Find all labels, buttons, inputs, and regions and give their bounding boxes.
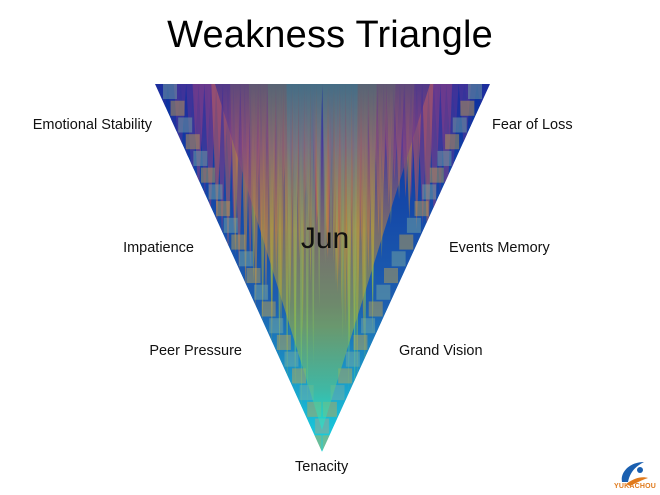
label-impatience: Impatience — [123, 240, 194, 256]
edge-step-shape — [185, 134, 200, 150]
edge-step-shape — [414, 201, 429, 217]
spike-shape — [458, 84, 472, 162]
edge-step-shape — [361, 318, 376, 334]
label-events-memory: Events Memory — [449, 240, 550, 256]
edge-step-shape — [422, 184, 437, 200]
spike-shape — [440, 84, 453, 233]
edge-step-shape — [223, 217, 238, 233]
edge-step-shape — [345, 351, 360, 367]
spike-shape — [211, 84, 223, 228]
edge-step-shape — [163, 84, 177, 100]
edge-step-shape — [307, 435, 322, 451]
edge-step-shape — [238, 251, 253, 267]
edge-step-shape — [216, 201, 231, 217]
edge-step-shape — [178, 117, 193, 133]
edge-step-shape — [322, 435, 337, 451]
edge-step-shape — [292, 368, 307, 384]
edge-step-shape — [261, 301, 276, 317]
edge-step-shape — [452, 117, 467, 133]
edge-step-shape — [231, 234, 246, 250]
edge-step-shape — [246, 268, 261, 284]
edge-step-shape — [254, 284, 269, 300]
edge-step-shape — [353, 334, 368, 350]
edge-step-shape — [368, 301, 383, 317]
label-emotional-stability: Emotional Stability — [32, 117, 152, 133]
edge-step-shape — [406, 217, 421, 233]
label-fear-of-loss: Fear of Loss — [492, 117, 573, 133]
edge-step-shape — [437, 150, 452, 166]
edge-step-shape — [269, 318, 284, 334]
spike-shape — [173, 84, 187, 173]
edge-step-shape — [460, 100, 475, 116]
edge-step-shape — [376, 284, 391, 300]
edge-step-shape — [384, 268, 398, 284]
page-title: Weakness Triangle — [167, 14, 493, 56]
edge-step-shape — [284, 351, 299, 367]
edge-step-shape — [276, 334, 291, 350]
edge-step-shape — [193, 150, 208, 166]
edge-step-shape — [391, 251, 406, 267]
label-grand-vision: Grand Vision — [399, 343, 483, 359]
edge-step-shape — [338, 368, 353, 384]
edge-step-shape — [429, 167, 444, 183]
edge-step-shape — [468, 84, 482, 100]
edge-step-shape — [399, 234, 414, 250]
yukachou-logo-icon — [621, 462, 648, 486]
edge-step-shape — [208, 184, 223, 200]
center-label: Jun — [300, 222, 350, 255]
spike-shape — [192, 84, 205, 200]
logo-text: YUKACHOU — [613, 483, 657, 490]
edge-step-shape — [200, 167, 215, 183]
edge-step-shape — [445, 134, 460, 150]
triangle-core — [215, 84, 430, 430]
label-tenacity: Tenacity — [295, 459, 349, 475]
spike-shape — [422, 84, 434, 260]
label-peer-pressure: Peer Pressure — [149, 343, 242, 359]
edge-step-shape — [170, 100, 185, 116]
